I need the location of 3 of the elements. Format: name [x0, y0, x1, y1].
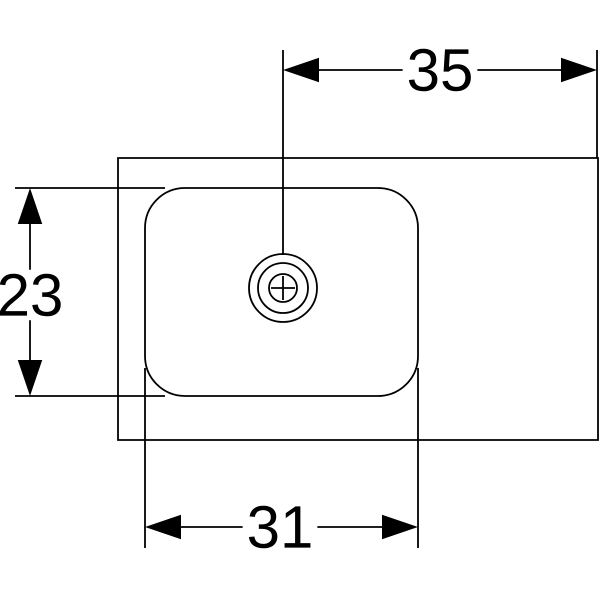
dimension-label: 35	[402, 44, 478, 96]
dimension-label: 23	[0, 270, 68, 320]
dimension-label: 31	[242, 502, 318, 552]
